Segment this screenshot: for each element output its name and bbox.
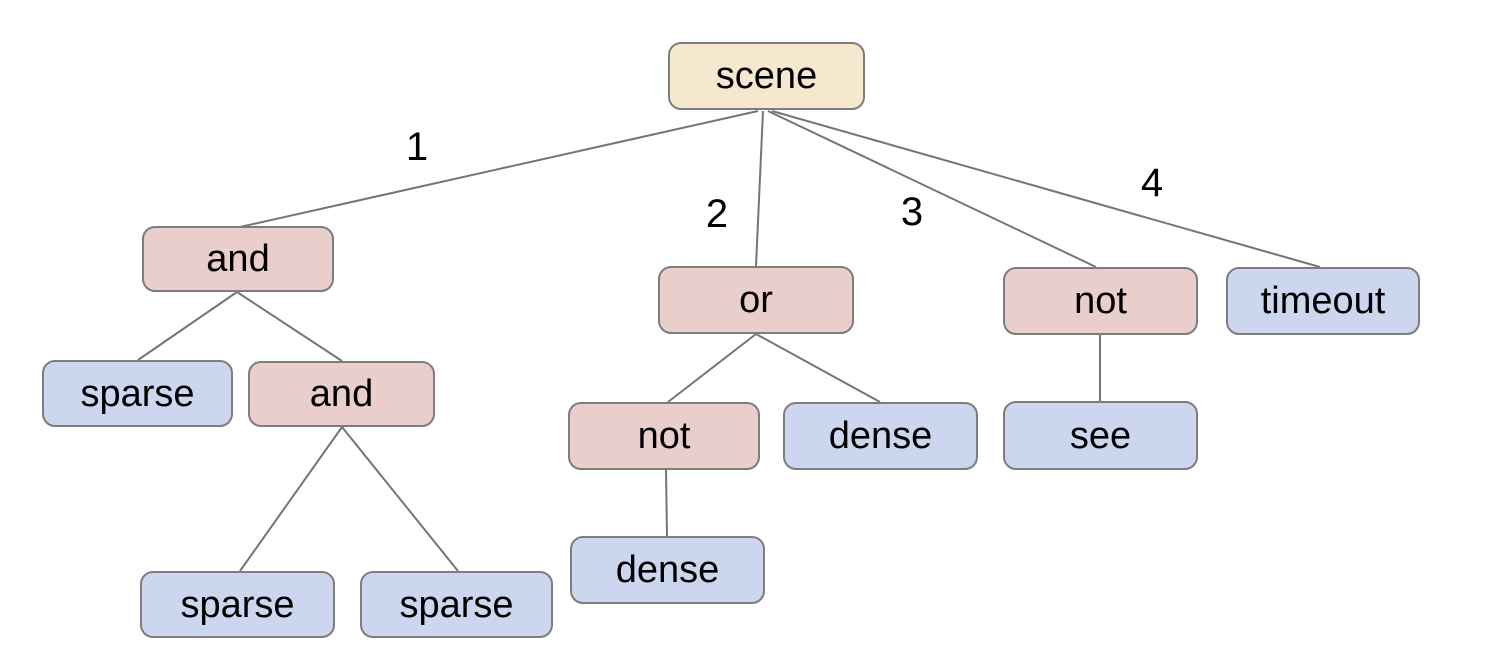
tree-node-label: see xyxy=(1069,414,1132,457)
edge-and-1-to-sparse-1 xyxy=(137,291,238,361)
tree-node-timeout-1: timeout xyxy=(1226,267,1420,335)
tree-node-sparse-2: sparse xyxy=(140,571,335,638)
edge-label-1: 1 xyxy=(405,125,429,169)
tree-node-label: not xyxy=(637,415,691,457)
tree-node-and-2: and xyxy=(248,361,435,427)
edge-scene-to-or-1 xyxy=(755,110,764,267)
tree-node-sparse-1: sparse xyxy=(42,360,233,427)
tree-node-label: dense xyxy=(615,549,720,591)
tree-node-label: and xyxy=(206,238,270,280)
edge-label-2: 2 xyxy=(705,192,729,236)
edge-or-1-to-dense-1 xyxy=(755,333,881,403)
tree-node-label: sparse xyxy=(80,372,195,415)
tree-node-label: not xyxy=(1074,280,1127,322)
edge-scene-to-timeout-1 xyxy=(771,110,1321,268)
tree-node-label: or xyxy=(739,279,773,321)
edge-and-2-to-sparse-3 xyxy=(341,426,459,572)
edge-scene-to-not-1 xyxy=(767,110,1097,268)
tree-node-dense-1: dense xyxy=(783,402,978,470)
tree-node-scene: scene xyxy=(668,42,865,110)
tree-node-or-1: or xyxy=(658,266,854,334)
tree-node-label: sparse xyxy=(399,583,514,626)
tree-node-label: sparse xyxy=(180,583,295,626)
edge-scene-to-and-1 xyxy=(239,110,759,228)
edge-not-2-to-dense-2 xyxy=(665,469,668,537)
tree-node-not-1: not xyxy=(1003,267,1198,335)
tree-node-dense-2: dense xyxy=(570,536,765,604)
tree-node-label: dense xyxy=(828,415,933,457)
tree-node-and-1: and xyxy=(142,226,334,292)
tree-node-label: and xyxy=(309,373,374,415)
edge-and-1-to-and-2 xyxy=(236,291,343,362)
tree-node-label: scene xyxy=(715,55,818,97)
tree-node-sparse-3: sparse xyxy=(360,571,553,638)
tree-node-not-2: not xyxy=(568,402,760,470)
edge-and-2-to-sparse-2 xyxy=(239,426,343,572)
edge-label-4: 4 xyxy=(1140,161,1164,205)
tree-node-label: timeout xyxy=(1260,280,1386,322)
edge-or-1-to-not-2 xyxy=(667,333,757,403)
edge-label-3: 3 xyxy=(900,190,924,234)
tree-node-see-1: see xyxy=(1003,401,1198,470)
